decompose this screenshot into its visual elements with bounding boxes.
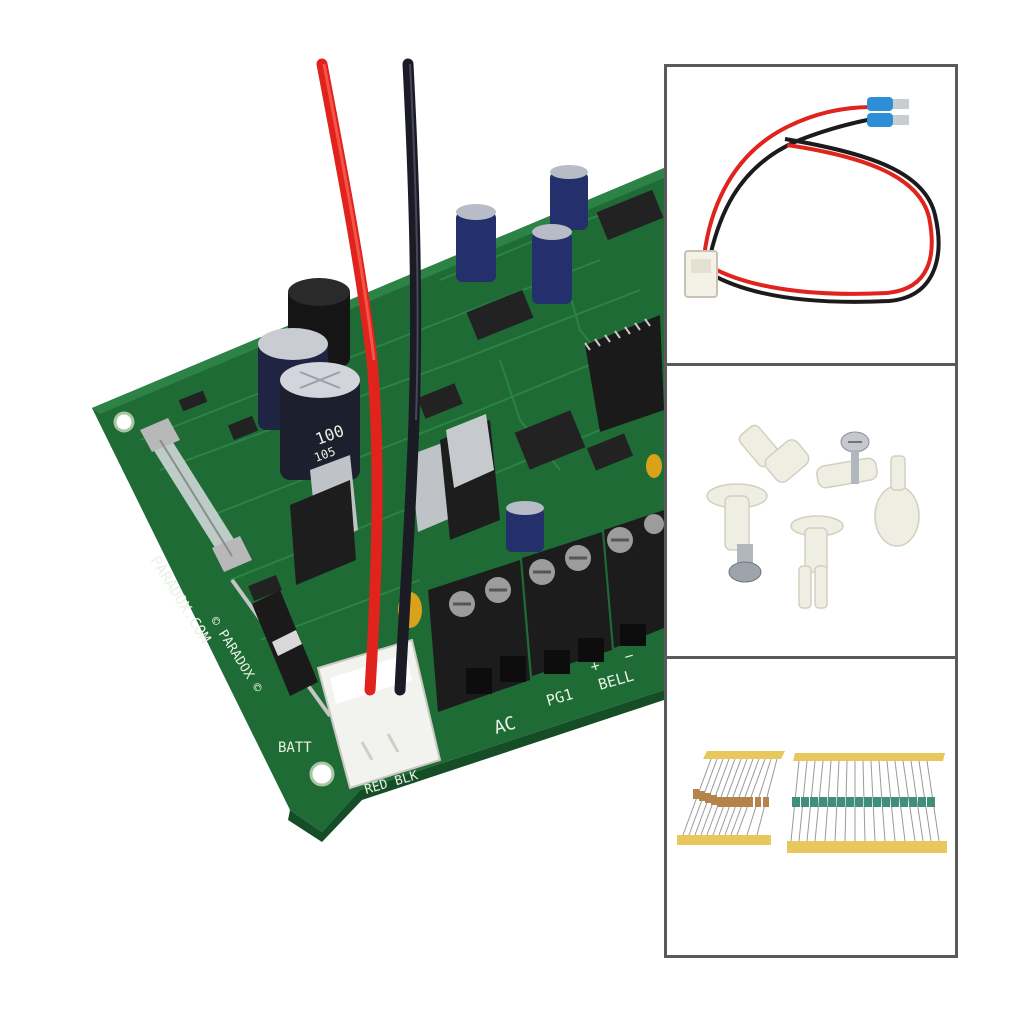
- capacitor-blue-1: [456, 204, 496, 282]
- capacitor-blue-4: [506, 501, 544, 552]
- capacitor-blue-3: [532, 224, 572, 304]
- capacitor-code: 105: [312, 444, 337, 465]
- red-wire: [316, 58, 383, 696]
- mount-hole: [113, 411, 135, 433]
- battery-cable-photo: [684, 97, 941, 304]
- fuse: [140, 418, 252, 572]
- resistors-panel: [664, 656, 958, 958]
- diode: [230, 578, 332, 718]
- terminal-block-ac: [428, 560, 530, 712]
- resistor-strip-2: [787, 753, 947, 853]
- connector-housing: [684, 250, 718, 298]
- mounting-hardware-panel: [664, 363, 958, 659]
- plastic-standoff-2: [706, 483, 768, 551]
- voltage-regulator-1: [290, 455, 358, 585]
- black-wire: [394, 58, 422, 696]
- battery-cable-panel: [664, 64, 958, 366]
- capacitor-blue-2: [550, 165, 588, 230]
- mount-hole: [309, 761, 335, 787]
- resistor-strip-1: [677, 751, 785, 845]
- terminal-block-bell: [604, 510, 664, 648]
- batt-label: BATT: [278, 740, 312, 756]
- spade-terminals: [867, 97, 909, 127]
- plastic-standoff-4: [816, 455, 920, 547]
- microcontroller-chip: [584, 315, 664, 432]
- voltage-regulator-2: [410, 414, 500, 540]
- terminal-block-pgm: [522, 532, 612, 676]
- plastic-standoff-3: [790, 515, 844, 609]
- metal-screw-1: [840, 431, 870, 484]
- mounting-hardware-photo: [706, 424, 920, 609]
- capacitor-large: 100 105: [280, 362, 360, 480]
- metal-screw-2: [728, 544, 762, 583]
- resistors-photo: [677, 751, 947, 853]
- plastic-standoff-1: [738, 424, 810, 483]
